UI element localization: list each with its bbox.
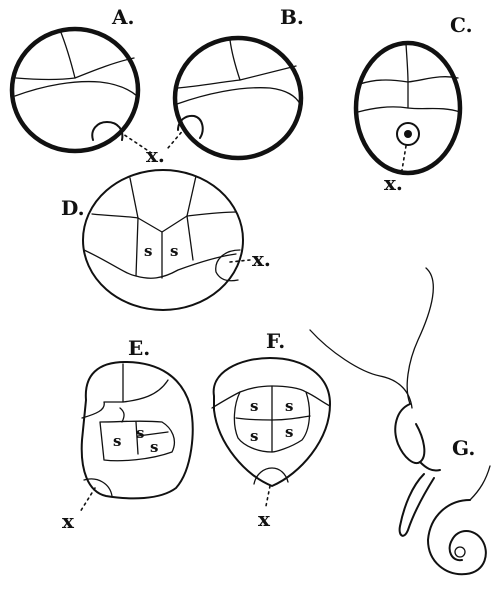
- panel-b: B.: [168, 5, 304, 158]
- panel-c: C. x.: [356, 13, 473, 195]
- panel-f-pointer: [266, 486, 270, 506]
- panel-e-wall: [82, 380, 168, 418]
- panel-e: E. s s s x: [62, 336, 193, 533]
- panel-d-cell-s: s: [144, 242, 152, 260]
- panel-c-wall: [358, 107, 460, 112]
- panel-c-marker: x.: [384, 171, 403, 195]
- panel-g-flagellum: [470, 466, 490, 500]
- panel-a-wall: [15, 82, 137, 96]
- panel-f: F. s s s s x: [212, 329, 330, 531]
- panel-f-cell-s: s: [250, 397, 258, 415]
- panel-g-flagellum: [310, 330, 412, 408]
- panel-b-wall: [177, 88, 300, 104]
- panel-b-pointer: [168, 128, 185, 148]
- panel-c-wall: [406, 44, 408, 82]
- panel-f-wall: [236, 416, 310, 420]
- panel-a-cell-outline: [12, 29, 138, 151]
- panel-c-label: C.: [450, 13, 473, 37]
- panel-f-cell-s: s: [285, 397, 293, 415]
- panel-d-wall: [84, 250, 236, 278]
- panel-g-flagellum: [407, 268, 433, 404]
- panel-g-body: [395, 404, 424, 463]
- panel-g-coil-center: [455, 547, 465, 557]
- panel-b-label: B.: [280, 5, 304, 29]
- panel-g: G.: [310, 268, 490, 574]
- panel-c-wall: [360, 77, 458, 84]
- panel-f-cell-s: s: [250, 427, 258, 445]
- panel-e-cell-s: s: [136, 424, 144, 442]
- panel-f-marked-cell: [254, 468, 288, 484]
- panel-d: D. s s x.: [61, 170, 271, 310]
- panel-e-wall: [120, 408, 124, 422]
- panel-e-cell-s: s: [150, 438, 158, 456]
- panel-a: A.: [12, 5, 150, 152]
- panel-g-spermatozoid: [400, 474, 434, 536]
- panel-d-wall: [130, 176, 196, 232]
- panel-e-label: E.: [128, 336, 150, 360]
- panel-d-marked-cell: [216, 250, 240, 281]
- panel-d-wall: [187, 216, 193, 260]
- panel-g-coiled-spermatozoid: [428, 500, 486, 574]
- panel-a-wall: [60, 30, 75, 78]
- panel-b-wall: [230, 40, 240, 80]
- panel-a-label: A.: [111, 5, 134, 29]
- panel-d-wall: [92, 214, 138, 218]
- panel-e-pointer: [80, 488, 95, 512]
- panel-a-marker: x.: [146, 143, 165, 167]
- panel-d-label: D.: [61, 196, 85, 220]
- panel-c-marked-nucleus: [404, 130, 412, 138]
- panel-g-label: G.: [452, 436, 475, 460]
- panel-f-marker: x: [258, 507, 271, 531]
- panel-e-cell-s: s: [113, 432, 121, 450]
- panel-e-marker: x: [62, 509, 75, 533]
- panel-c-pointer: [402, 146, 406, 170]
- panel-g-body: [420, 462, 440, 471]
- panel-f-wall: [306, 392, 330, 406]
- panel-d-wall: [136, 218, 138, 276]
- panel-d-cell-s: s: [170, 242, 178, 260]
- panel-d-marker: x.: [252, 247, 271, 271]
- panel-f-label: F.: [266, 329, 285, 353]
- panel-d-wall: [187, 212, 236, 216]
- panel-f-cell-s: s: [285, 423, 293, 441]
- panel-d-cell-outline: [83, 170, 243, 310]
